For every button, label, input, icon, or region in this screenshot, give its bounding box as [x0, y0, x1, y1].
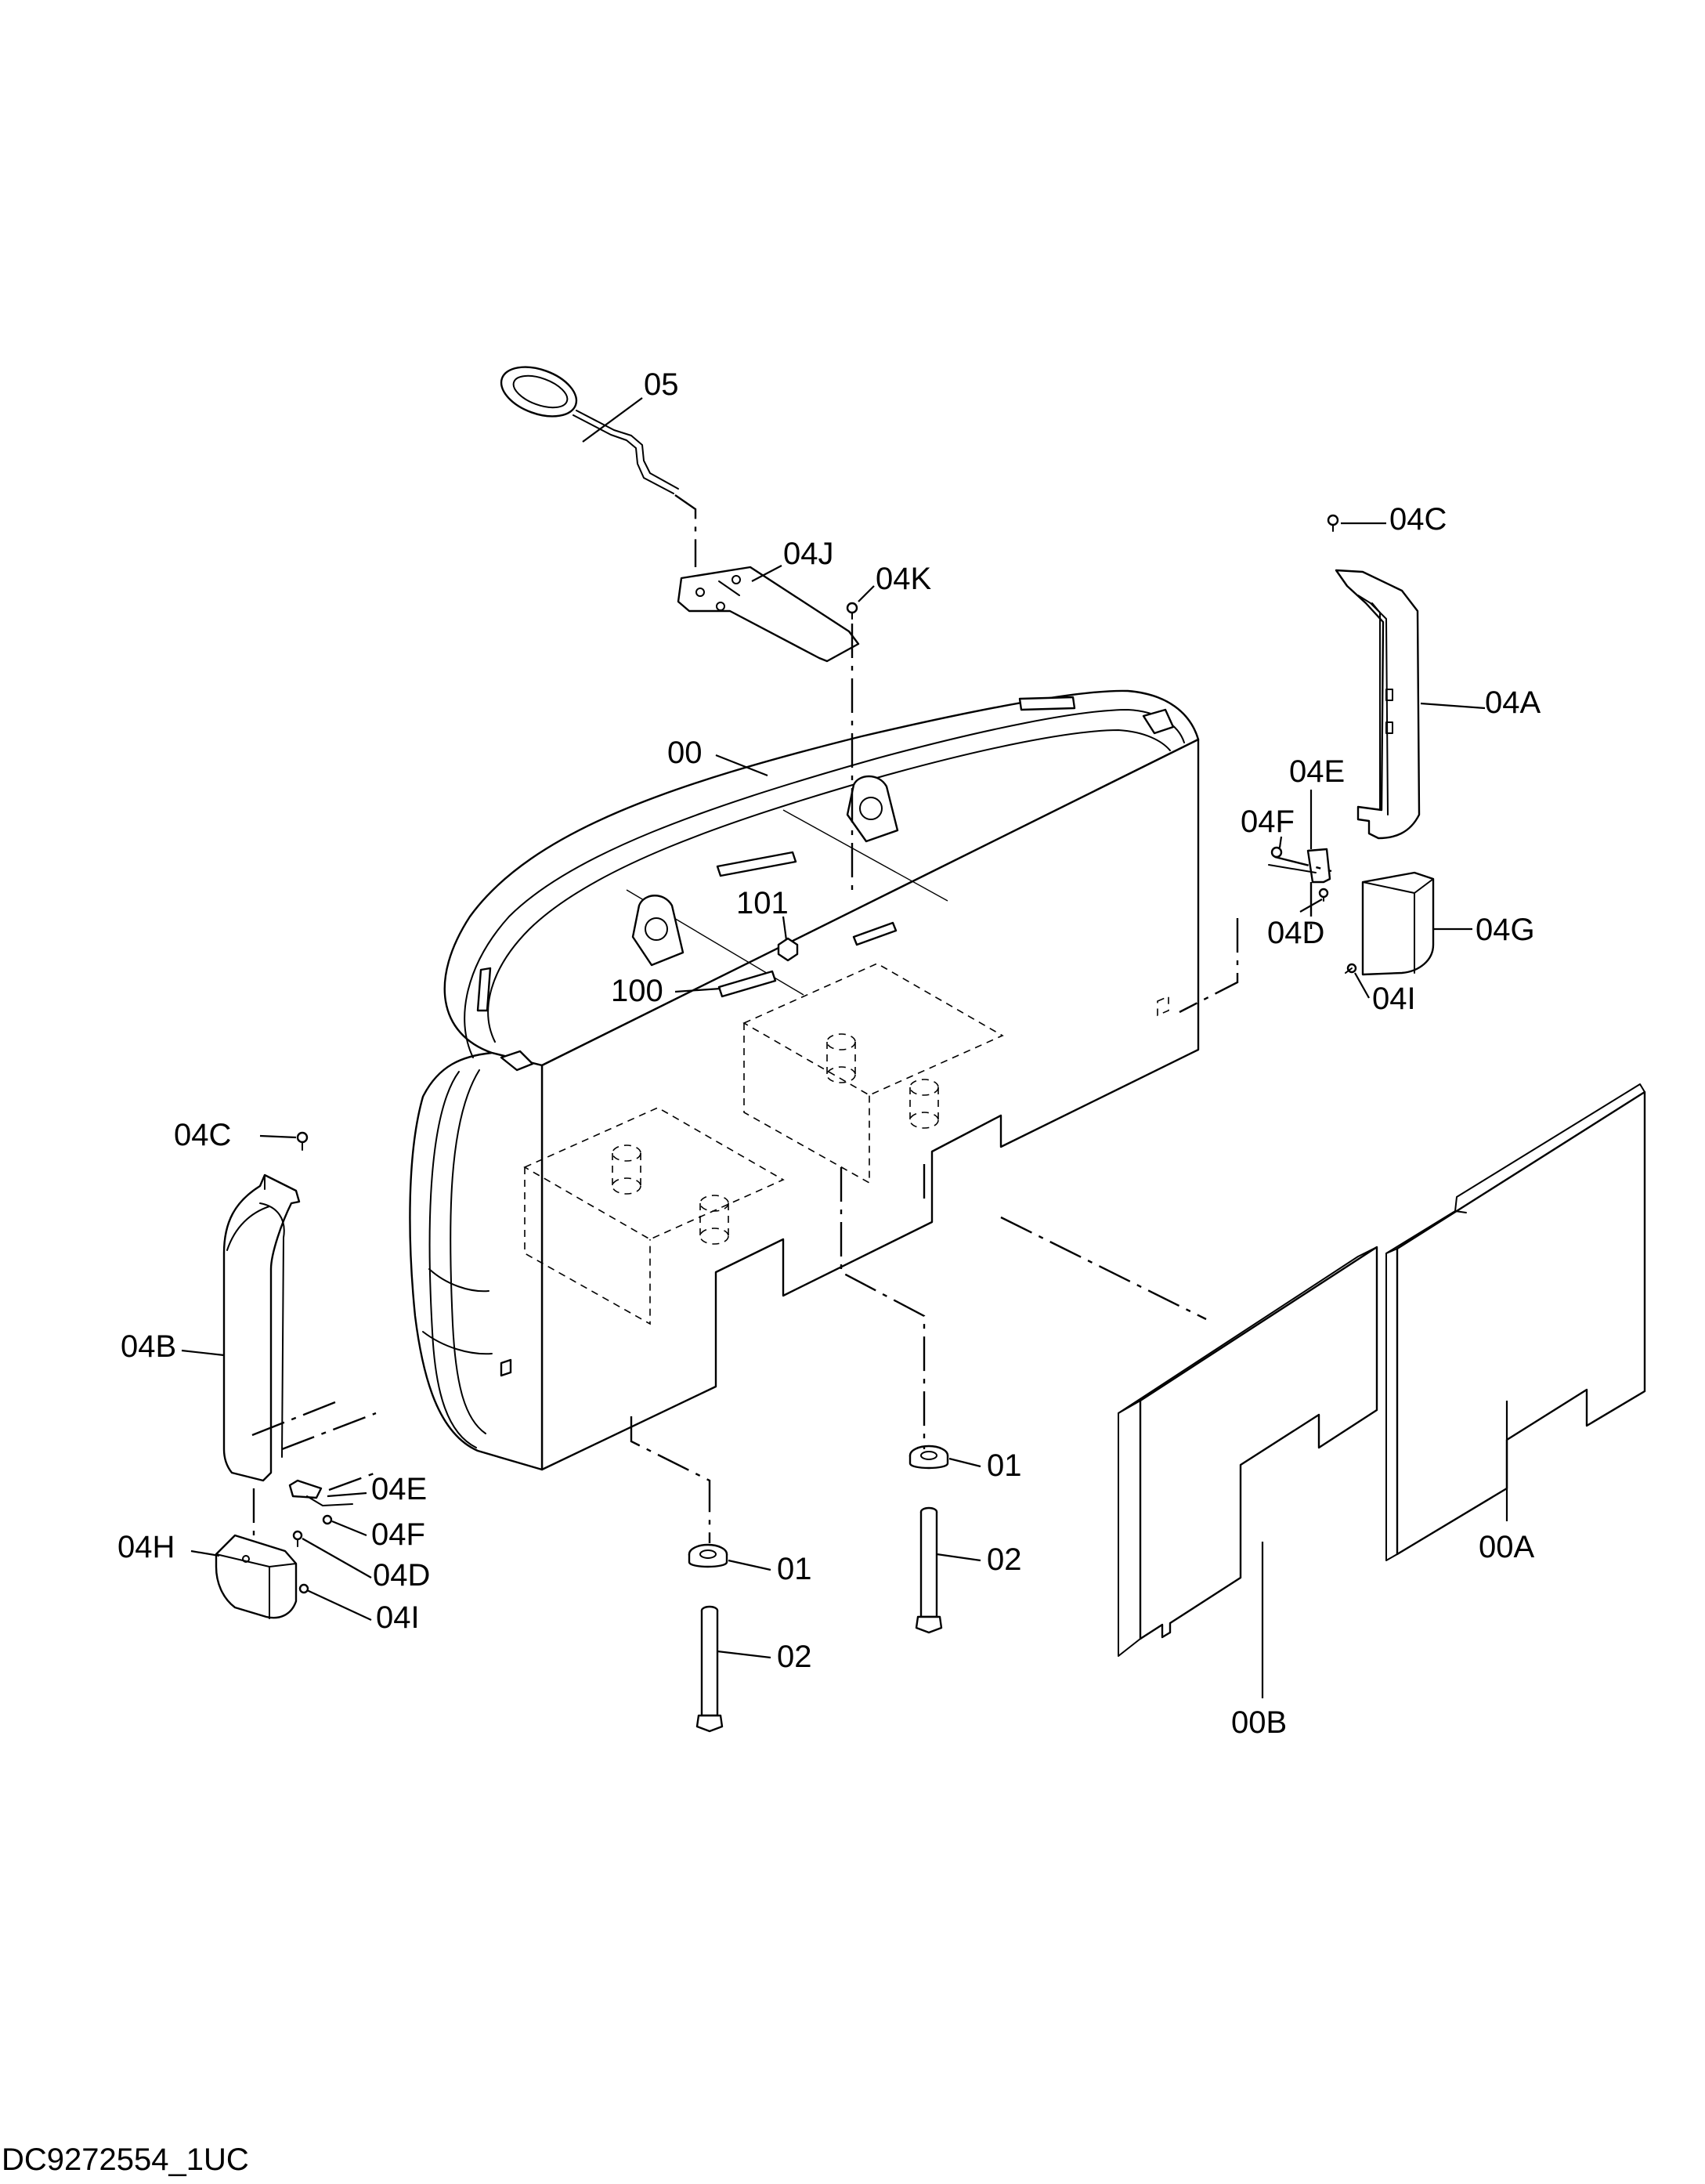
- part-05-handle: [500, 366, 679, 494]
- part-04d-screw-left: [292, 1530, 303, 1547]
- callout-04a: 04A: [1485, 685, 1541, 720]
- part-01-washer-left: [688, 1543, 728, 1568]
- part-00b-plate: [1118, 1246, 1378, 1657]
- callout-04h: 04H: [117, 1530, 175, 1564]
- part-04g-cap-right: [1361, 871, 1435, 976]
- callout-00b: 00B: [1231, 1705, 1287, 1740]
- part-02-bolt-right: [915, 1506, 943, 1634]
- leader-lines: [181, 397, 1508, 1698]
- part-02-bolt-left: [695, 1605, 724, 1733]
- callout-04i-left: 04I: [376, 1600, 420, 1635]
- callout-01-left: 01: [777, 1552, 812, 1586]
- callout-05: 05: [644, 367, 679, 402]
- part-04d-screw-right: [1318, 888, 1329, 902]
- part-04j-bracket: [677, 566, 860, 663]
- part-04h-cap-left: [215, 1534, 298, 1619]
- part-04f-screw-left: [322, 1514, 333, 1525]
- callout-00: 00: [667, 736, 703, 770]
- callout-04f-right: 04F: [1241, 805, 1295, 839]
- part-04f-screw-right: [1270, 846, 1283, 859]
- part-04e-clip-left: [288, 1479, 353, 1506]
- callout-02-left: 02: [777, 1640, 812, 1674]
- callout-04k: 04K: [876, 562, 931, 596]
- part-04c-screw-right: [1327, 514, 1339, 532]
- callout-04c-left: 04C: [174, 1118, 231, 1152]
- callout-04d-left: 04D: [373, 1558, 430, 1593]
- callout-04d-right: 04D: [1267, 916, 1324, 950]
- document-id: DC9272554_1UC: [2, 2142, 249, 2177]
- callout-04b: 04B: [121, 1329, 176, 1364]
- part-04i-screw-right: [1345, 963, 1357, 974]
- part-04e-clip-right: [1268, 848, 1331, 884]
- part-04b-cover-left: [222, 1173, 301, 1482]
- callout-04i-right: 04I: [1372, 982, 1416, 1016]
- part-04k-screw: [846, 602, 858, 620]
- part-04i-screw-left: [298, 1583, 309, 1594]
- callout-04f-left: 04F: [371, 1517, 425, 1552]
- callout-04e-left: 04E: [371, 1472, 427, 1506]
- callout-100: 100: [611, 974, 663, 1008]
- callout-101: 101: [736, 886, 789, 920]
- callout-labels: 05 04J 04K 04C 04A 04E 04F 04D 04G 04I 0…: [117, 367, 1541, 1740]
- part-01-washer-right: [908, 1445, 949, 1470]
- part-00a-plate: [1385, 1083, 1646, 1561]
- callout-04e-right: 04E: [1289, 754, 1345, 789]
- callout-01-right: 01: [987, 1448, 1022, 1483]
- part-04a-cover-right: [1335, 569, 1421, 840]
- part-00-counterweight: [409, 689, 1200, 1471]
- callout-02-right: 02: [987, 1542, 1022, 1577]
- part-04c-screw-left: [296, 1131, 309, 1151]
- callout-04c-right: 04C: [1389, 502, 1447, 537]
- callout-04j: 04J: [783, 537, 834, 571]
- hidden-bushings: [612, 1033, 939, 1245]
- callout-00a: 00A: [1479, 1530, 1534, 1564]
- callout-04g: 04G: [1476, 913, 1535, 947]
